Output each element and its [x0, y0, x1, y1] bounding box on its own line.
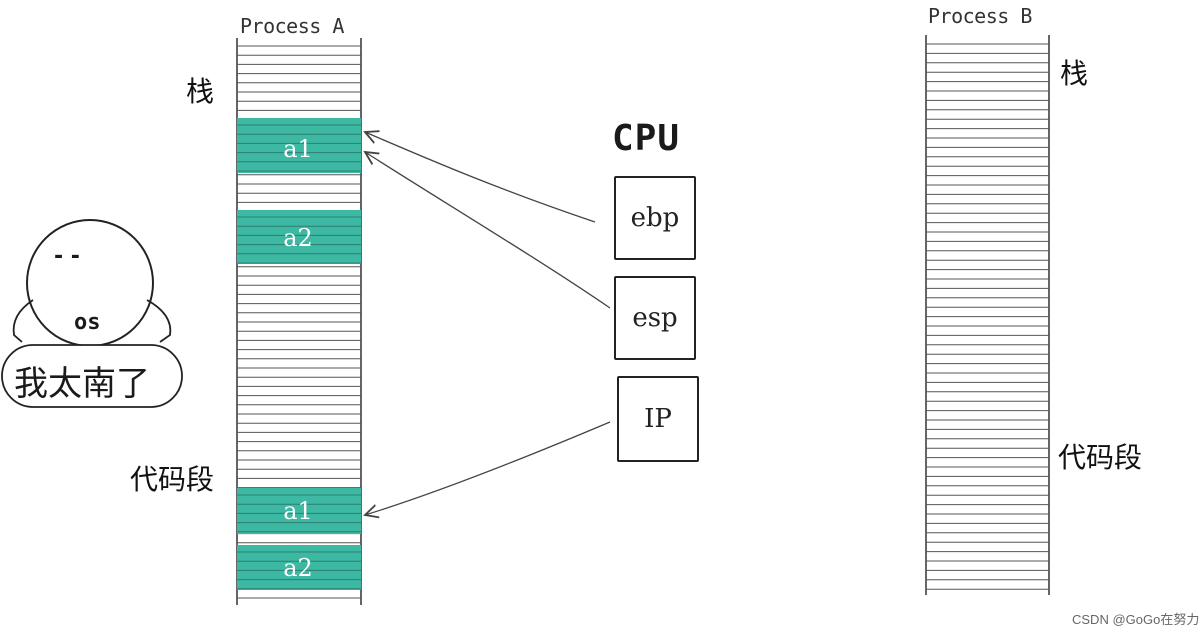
- esp-register: esp: [614, 276, 696, 360]
- stack-block-a1: a1: [237, 118, 361, 173]
- ebp-register-label: ebp: [630, 203, 680, 233]
- ip-register: IP: [617, 376, 699, 462]
- cpu-title: CPU: [612, 118, 681, 159]
- os-eyes: - -: [54, 244, 80, 269]
- ip-arrow: [365, 421, 611, 515]
- ebp-arrow: [365, 132, 596, 223]
- stack-label-b: 栈: [1060, 57, 1089, 90]
- code-block-a1-label: a1: [283, 497, 313, 525]
- speech-bubble: [1, 344, 183, 408]
- esp-register-label: esp: [632, 303, 678, 333]
- code-segment-label-b: 代码段: [1058, 441, 1143, 474]
- process-b-memory-column: [925, 35, 1050, 595]
- code-segment-label-a: 代码段: [130, 463, 215, 496]
- code-block-a2: a2: [237, 545, 361, 590]
- process-b-title: Process B: [928, 4, 1032, 28]
- code-block-a1: a1: [237, 488, 361, 534]
- os-label: os: [74, 310, 101, 335]
- code-block-a2-label: a2: [283, 554, 313, 582]
- process-a-title: Process A: [240, 14, 344, 38]
- esp-arrow: [365, 152, 611, 309]
- stack-block-a2: a2: [237, 210, 361, 264]
- stack-label-a: 栈: [186, 75, 215, 108]
- os-speech-text: 我太南了: [14, 364, 150, 404]
- stack-block-a1-label: a1: [283, 135, 313, 163]
- ebp-register: ebp: [614, 176, 696, 260]
- ip-register-label: IP: [644, 404, 672, 434]
- stack-block-a2-label: a2: [283, 224, 313, 252]
- os-character: [1, 219, 183, 408]
- watermark: CSDN @GoGo在努力: [1072, 612, 1200, 627]
